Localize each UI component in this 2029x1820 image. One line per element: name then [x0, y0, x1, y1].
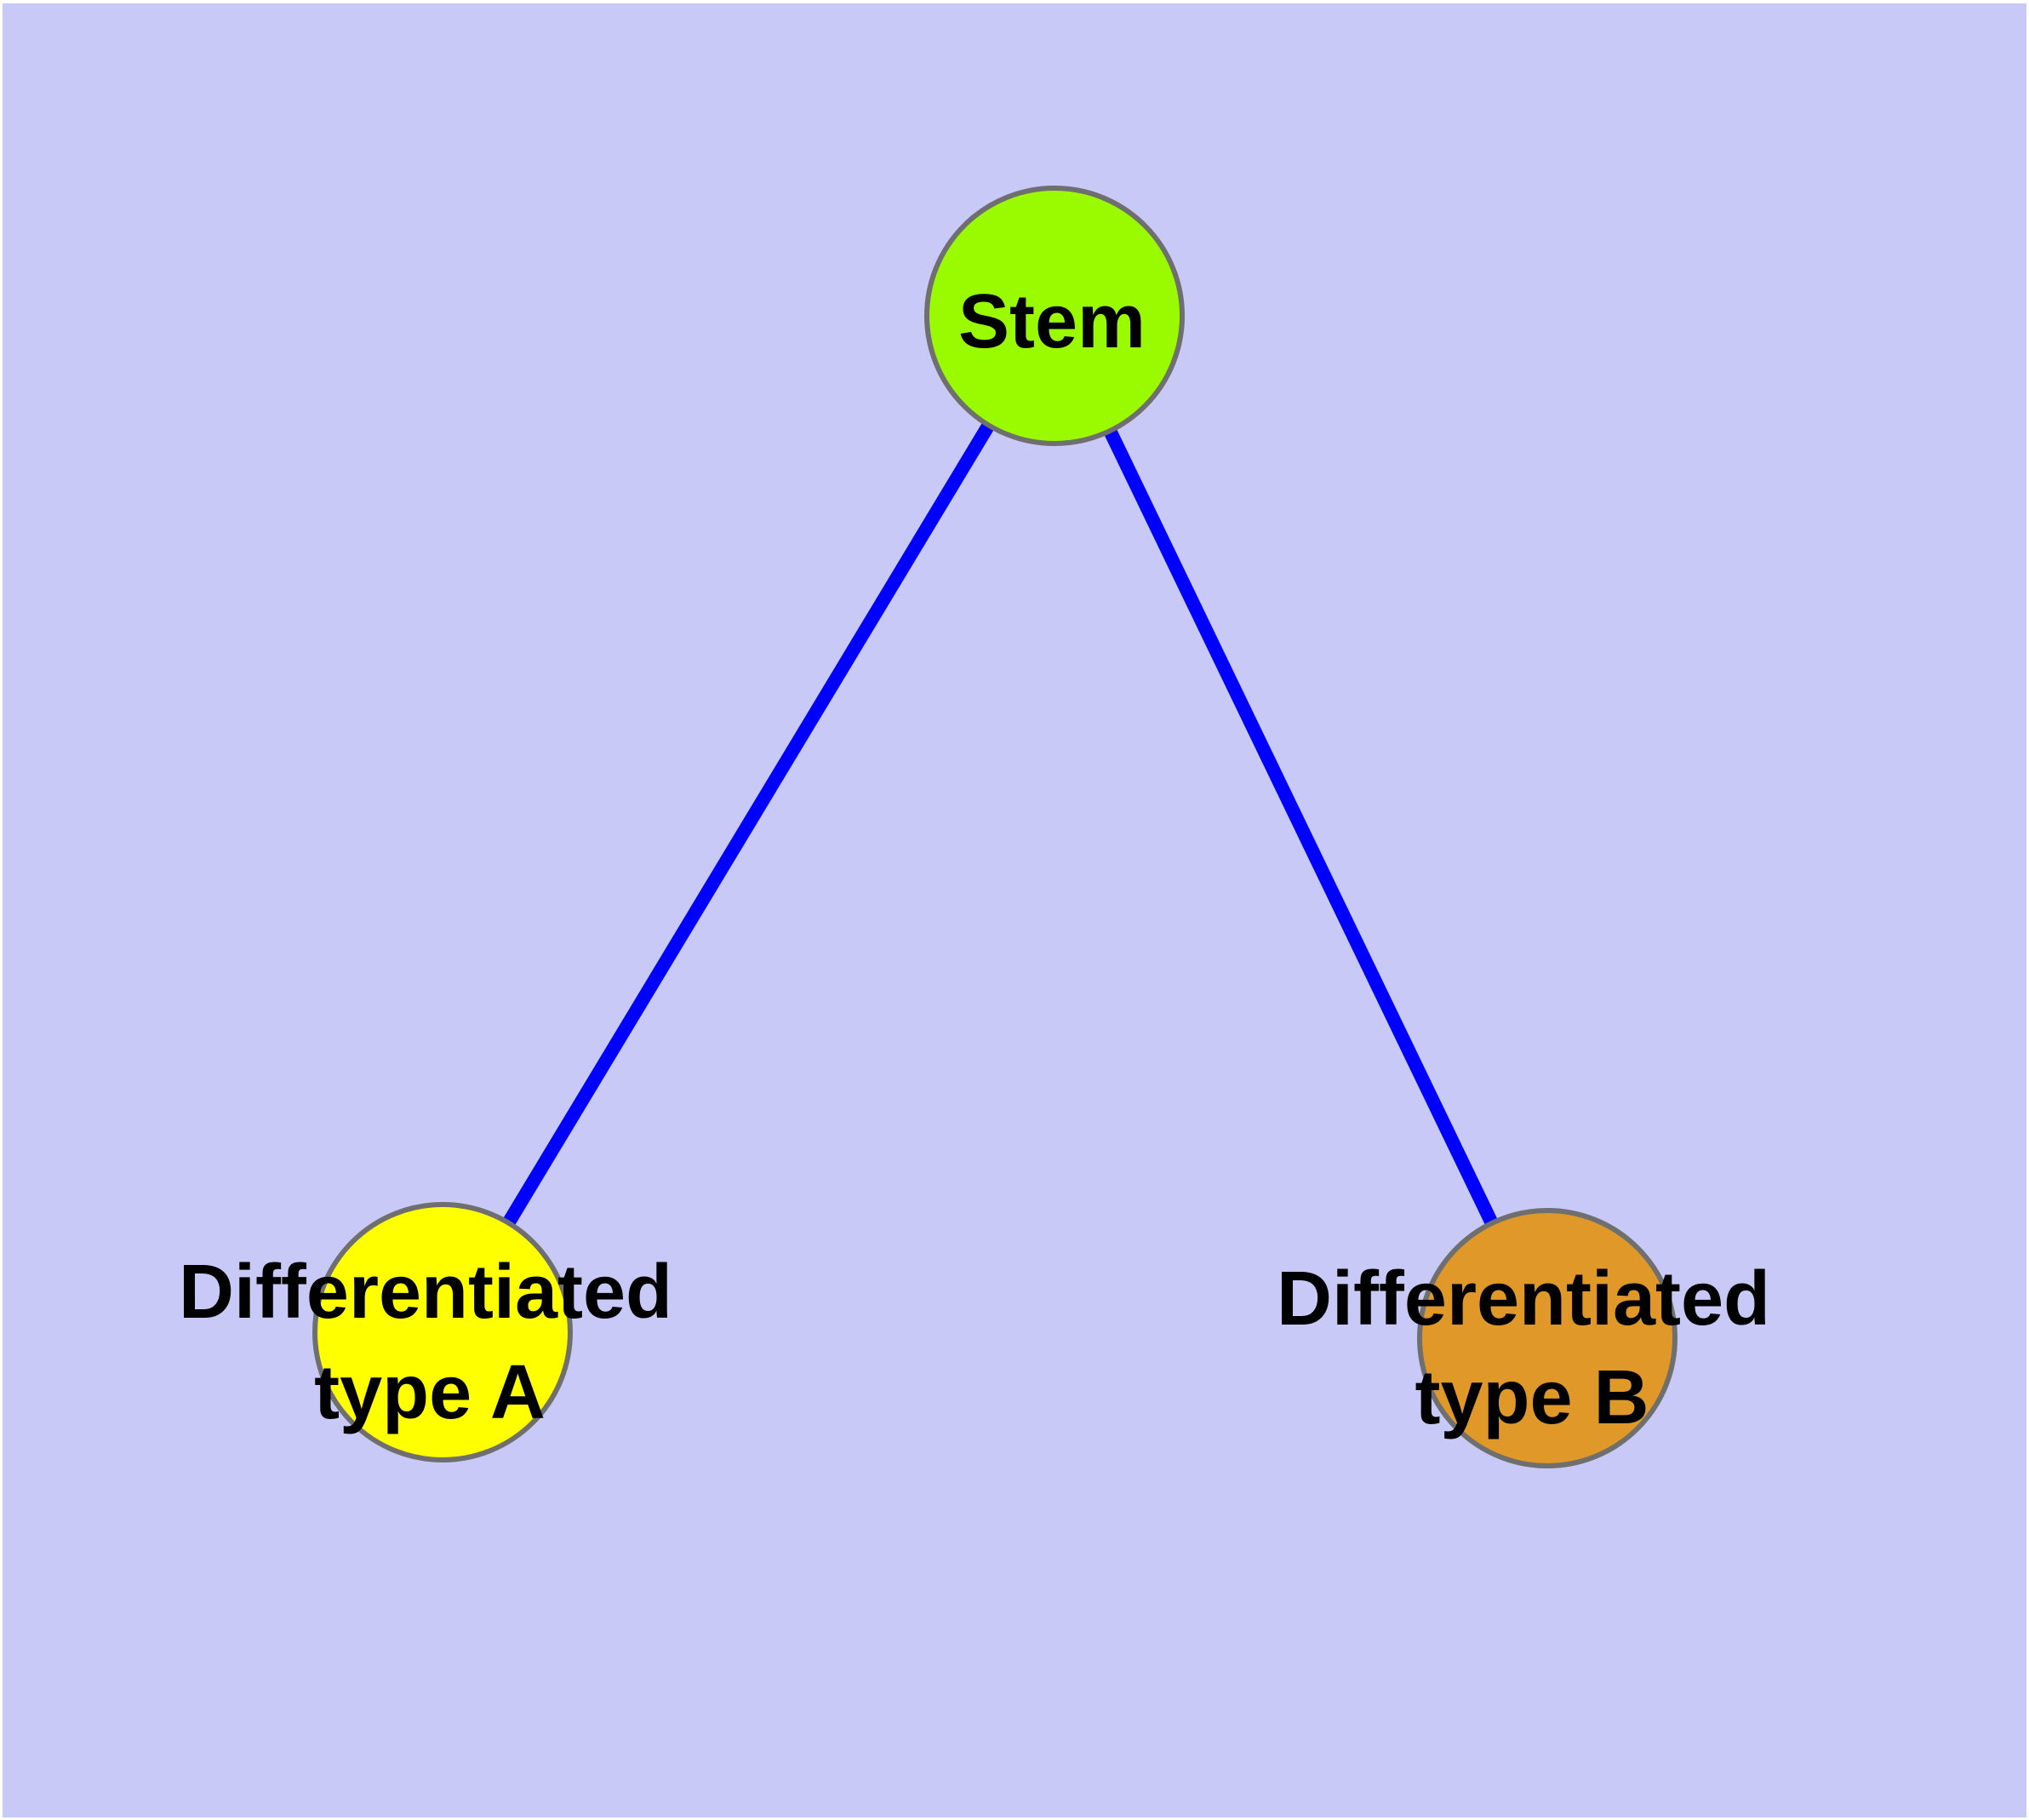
type-b-node-label-line1: Differentiated: [1277, 1256, 1770, 1342]
edge-layer: [437, 312, 1554, 1342]
edge-stem-to-type-a: [437, 312, 1060, 1336]
type-a-node-label-line1: Differentiated: [179, 1250, 672, 1335]
type-b-node-label-line2: type B: [1415, 1355, 1649, 1440]
node-stem[interactable]: Stem: [924, 186, 1185, 446]
node-differentiated-type-a[interactable]: Differentiated type A: [179, 1202, 672, 1462]
type-a-node-circle[interactable]: [312, 1202, 573, 1462]
node-differentiated-type-b[interactable]: Differentiated type B: [1277, 1208, 1770, 1468]
stem-node-circle[interactable]: [924, 186, 1185, 446]
type-b-node-circle[interactable]: [1417, 1208, 1677, 1468]
edge-stem-to-type-b: [1048, 312, 1554, 1342]
type-a-node-label-line2: type A: [314, 1350, 546, 1435]
stem-node-label: Stem: [958, 279, 1146, 364]
